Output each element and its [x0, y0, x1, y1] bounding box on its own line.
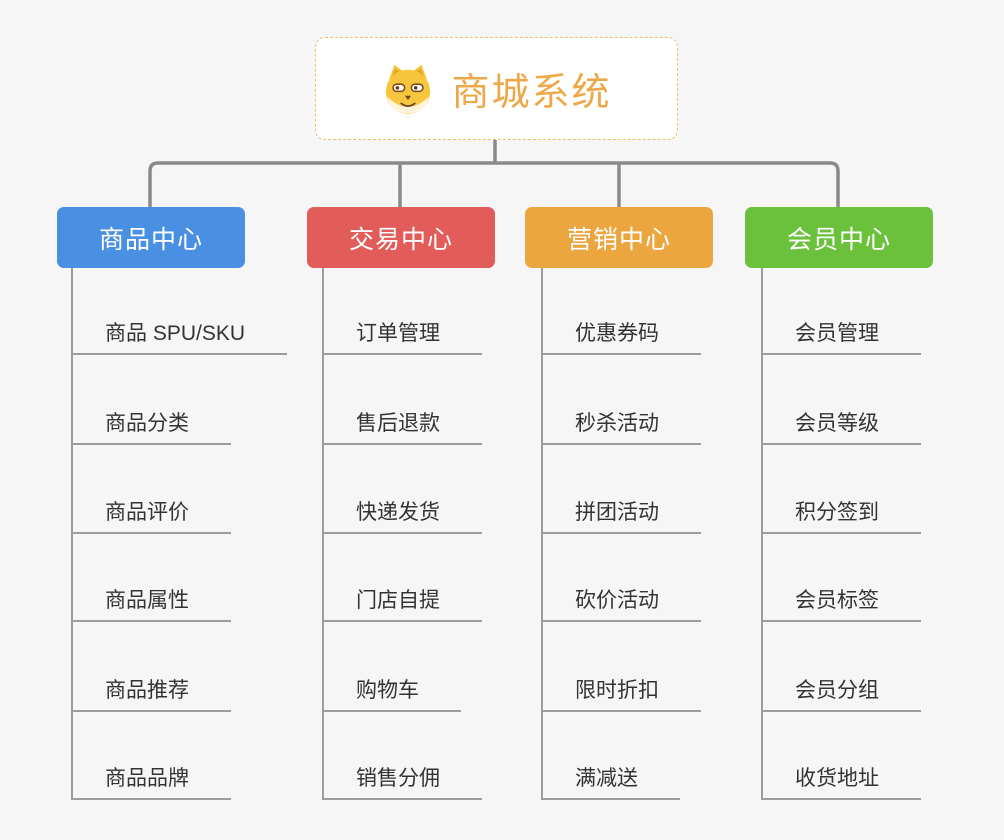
tree-item[interactable]: 会员管理	[763, 321, 921, 355]
shiba-dog-icon	[381, 63, 435, 115]
branch-goods-center[interactable]: 商品中心	[57, 207, 245, 268]
tree-item[interactable]: 秒杀活动	[543, 411, 701, 445]
tree-item[interactable]: 会员标签	[763, 588, 921, 622]
tree-item[interactable]: 门店自提	[324, 588, 482, 622]
branch-goods-items: 商品 SPU/SKU 商品分类 商品评价 商品属性 商品推荐 商品品牌	[71, 268, 288, 800]
tree-item[interactable]: 积分签到	[763, 500, 921, 534]
tree-item[interactable]: 拼团活动	[543, 500, 701, 534]
tree-item[interactable]: 快递发货	[324, 500, 482, 534]
tree-item[interactable]: 砍价活动	[543, 588, 701, 622]
branch-trade-center[interactable]: 交易中心	[307, 207, 495, 268]
root-title: 商城系统	[451, 72, 612, 114]
branch-marketing-center[interactable]: 营销中心	[525, 207, 713, 268]
branch-trade-items: 订单管理 售后退款 快递发货 门店自提 购物车 销售分佣	[322, 268, 482, 800]
tree-item[interactable]: 商品推荐	[73, 678, 231, 712]
branch-label: 交易中心	[348, 225, 453, 254]
tree-item[interactable]: 优惠券码	[543, 321, 701, 355]
branch-label: 营销中心	[566, 225, 671, 254]
tree-item[interactable]: 购物车	[324, 678, 461, 712]
tree-item[interactable]: 订单管理	[324, 321, 482, 355]
branch-label: 会员中心	[786, 225, 891, 254]
branch-member-items: 会员管理 会员等级 积分签到 会员标签 会员分组 收货地址	[761, 268, 921, 800]
branch-marketing-items: 优惠券码 秒杀活动 拼团活动 砍价活动 限时折扣 满减送	[541, 268, 701, 800]
branch-label: 商品中心	[98, 225, 203, 254]
tree-item[interactable]: 会员分组	[763, 678, 921, 712]
tree-item[interactable]: 限时折扣	[543, 678, 701, 712]
tree-item[interactable]: 商品评价	[73, 500, 231, 534]
root-node[interactable]: 商城系统	[315, 37, 678, 140]
branch-member-center[interactable]: 会员中心	[745, 207, 933, 268]
tree-item[interactable]: 会员等级	[763, 411, 921, 445]
tree-item[interactable]: 售后退款	[324, 411, 482, 445]
tree-item[interactable]: 商品 SPU/SKU	[73, 321, 288, 355]
tree-item[interactable]: 收货地址	[763, 766, 921, 800]
tree-item[interactable]: 满减送	[543, 766, 680, 800]
tree-item[interactable]: 商品品牌	[73, 766, 231, 800]
tree-item[interactable]: 商品属性	[73, 588, 231, 622]
tree-item[interactable]: 销售分佣	[324, 766, 482, 800]
tree-item[interactable]: 商品分类	[73, 411, 231, 445]
